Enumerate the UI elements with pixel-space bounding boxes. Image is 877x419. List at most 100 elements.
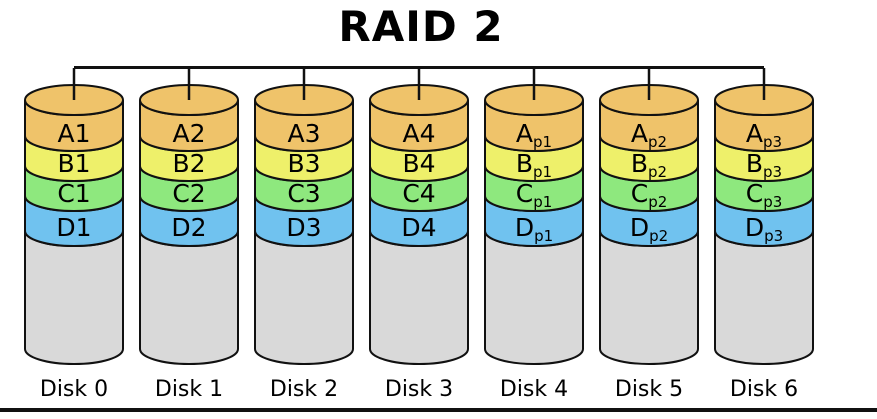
disk-body <box>139 230 239 365</box>
block-label: Ap3 <box>746 119 782 151</box>
disk-column: A4 B4 C4 D4 Disk 3 <box>367 68 471 402</box>
disk-column: A1 B1 C1 D1 Disk 0 <box>22 68 126 402</box>
block-label: A4 <box>402 119 435 148</box>
block-label-base: A <box>746 119 763 148</box>
block-label-sub: p2 <box>648 163 667 181</box>
block-label-base: C1 <box>57 179 90 208</box>
disk-column: A3 B3 C3 D3 Disk 2 <box>252 68 356 402</box>
disk-name-label: Disk 0 <box>39 377 109 402</box>
block-label: C2 <box>172 179 205 208</box>
disk-body <box>714 230 814 365</box>
block-label-base: C <box>516 179 533 208</box>
disk-cylinder: Ap1 Bp1 Cp1 Dp1 <box>484 68 584 365</box>
block-label-sub: p3 <box>763 133 782 151</box>
disk-column: Ap3 Bp3 Cp3 Dp3 Disk 6 <box>712 68 816 402</box>
block-label-base: B2 <box>172 149 205 178</box>
block-label-base: A2 <box>172 119 205 148</box>
block-label: A2 <box>172 119 205 148</box>
block-label-base: C <box>746 179 763 208</box>
block-label-sub: p1 <box>534 227 553 245</box>
block-label-sub: p2 <box>648 193 667 211</box>
block-label: Bp3 <box>746 149 782 181</box>
block-label-base: B <box>516 149 533 178</box>
block-label-base: D <box>630 213 649 242</box>
block-label-base: A3 <box>287 119 320 148</box>
disk-name-label: Disk 5 <box>614 377 684 402</box>
block-label: Dp2 <box>630 213 668 245</box>
bottom-border-line <box>0 408 877 412</box>
block-label-sub: p3 <box>763 193 782 211</box>
block-label: B4 <box>402 149 435 178</box>
block-label-base: C <box>631 179 648 208</box>
block-label: Dp1 <box>515 213 553 245</box>
block-label: Bp1 <box>516 149 552 181</box>
block-label-base: D2 <box>171 213 206 242</box>
disk-body <box>369 230 469 365</box>
disk-array: A1 B1 C1 D1 Disk 0 A2 B2 C2 D2 Disk 1 <box>22 68 816 402</box>
block-label: B1 <box>57 149 90 178</box>
block-label: Ap2 <box>631 119 667 151</box>
block-label: A3 <box>287 119 320 148</box>
block-label-sub: p2 <box>648 133 667 151</box>
block-label-base: C3 <box>287 179 320 208</box>
block-label-base: B <box>746 149 763 178</box>
disk-body <box>254 230 354 365</box>
block-label: Ap1 <box>516 119 552 151</box>
block-label-base: D1 <box>56 213 91 242</box>
block-label-base: C2 <box>172 179 205 208</box>
block-label: Dp3 <box>745 213 783 245</box>
block-label-base: D <box>515 213 534 242</box>
block-label-base: B1 <box>57 149 90 178</box>
disk-column: A2 B2 C2 D2 Disk 1 <box>137 68 241 402</box>
block-label-base: D <box>745 213 764 242</box>
block-label: Cp2 <box>631 179 668 211</box>
block-label-sub: p1 <box>533 133 552 151</box>
block-label-sub: p2 <box>649 227 668 245</box>
block-label: A1 <box>57 119 90 148</box>
disk-column: Ap1 Bp1 Cp1 Dp1 Disk 4 <box>482 68 586 402</box>
disk-cylinder: A3 B3 C3 D3 <box>254 68 354 365</box>
block-label-base: B <box>631 149 648 178</box>
disk-name-label: Disk 6 <box>729 377 799 402</box>
block-label: C4 <box>402 179 435 208</box>
block-label: Cp1 <box>516 179 553 211</box>
disk-body <box>599 230 699 365</box>
block-label: Bp2 <box>631 149 667 181</box>
block-label-base: D4 <box>401 213 436 242</box>
disk-name-label: Disk 1 <box>154 377 224 402</box>
disk-body <box>24 230 124 365</box>
block-label-base: A1 <box>57 119 90 148</box>
disk-cylinder: A4 B4 C4 D4 <box>369 68 469 365</box>
disk-cylinder: Ap3 Bp3 Cp3 Dp3 <box>714 68 814 365</box>
block-label-sub: p1 <box>533 193 552 211</box>
block-label-base: D3 <box>286 213 321 242</box>
disk-name-label: Disk 2 <box>269 377 339 402</box>
block-label: D1 <box>56 213 91 242</box>
disk-name-label: Disk 3 <box>384 377 454 402</box>
block-label: D2 <box>171 213 206 242</box>
block-label: D3 <box>286 213 321 242</box>
block-label: Cp3 <box>746 179 783 211</box>
block-label: C3 <box>287 179 320 208</box>
disk-column: Ap2 Bp2 Cp2 Dp2 Disk 5 <box>597 68 701 402</box>
disk-cylinder: A2 B2 C2 D2 <box>139 68 239 365</box>
block-label-sub: p3 <box>764 227 783 245</box>
block-label-base: B4 <box>402 149 435 178</box>
block-label: C1 <box>57 179 90 208</box>
controller-bus-line <box>74 66 764 69</box>
block-label-sub: p1 <box>533 163 552 181</box>
block-label: B2 <box>172 149 205 178</box>
block-label-base: A <box>631 119 648 148</box>
disk-cylinder: A1 B1 C1 D1 <box>24 68 124 365</box>
block-label: B3 <box>287 149 320 178</box>
block-label: D4 <box>401 213 436 242</box>
disk-cylinder: Ap2 Bp2 Cp2 Dp2 <box>599 68 699 365</box>
disk-name-label: Disk 4 <box>499 377 569 402</box>
block-label-base: A4 <box>402 119 435 148</box>
block-label-base: C4 <box>402 179 435 208</box>
block-label-base: A <box>516 119 533 148</box>
disk-body <box>484 230 584 365</box>
block-label-base: B3 <box>287 149 320 178</box>
diagram-title: RAID 2 <box>338 2 504 51</box>
